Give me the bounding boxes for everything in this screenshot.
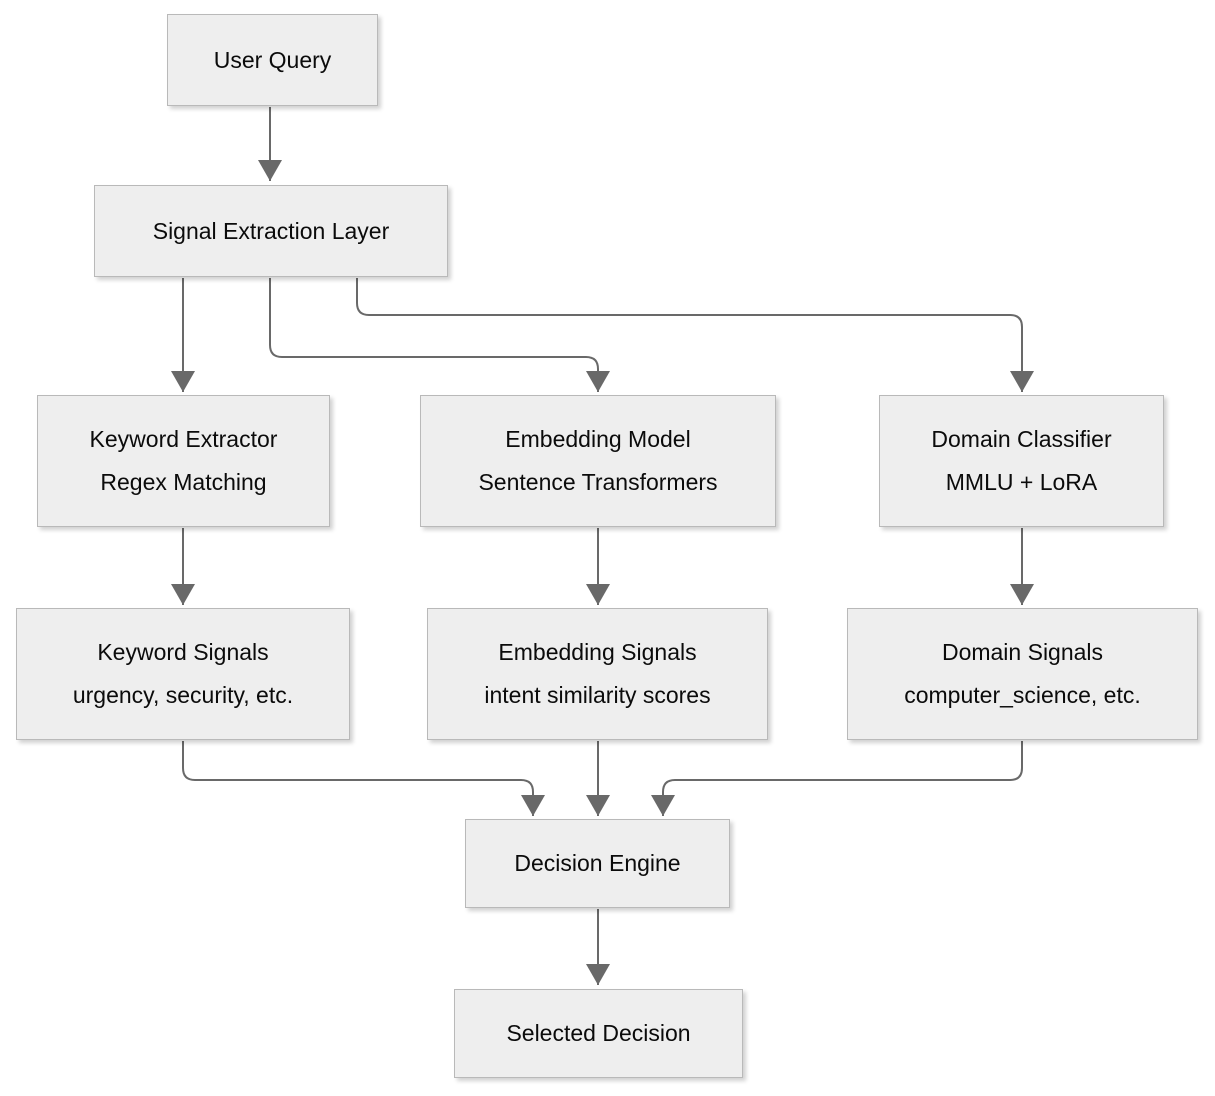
node-label: Selected Decision bbox=[506, 1020, 691, 1046]
node-signal-extraction-layer: Signal Extraction Layer bbox=[94, 185, 448, 277]
node-domain-signals: Domain Signals computer_science, etc. bbox=[847, 608, 1198, 740]
node-keyword-signals: Keyword Signals urgency, security, etc. bbox=[16, 608, 350, 740]
node-sublabel: MMLU + LoRA bbox=[945, 469, 1098, 495]
node-label: Domain Classifier bbox=[931, 426, 1112, 452]
node-label: Signal Extraction Layer bbox=[152, 217, 390, 244]
edge-signal-extraction-to-domain-classifier bbox=[356, 278, 1034, 392]
node-decision-engine: Decision Engine bbox=[465, 819, 730, 908]
node-sublabel: Sentence Transformers bbox=[478, 469, 718, 495]
edge-keyword-signals-to-decision-engine bbox=[182, 741, 545, 816]
node-label: Decision Engine bbox=[514, 850, 681, 876]
node-label: Embedding Signals bbox=[498, 639, 697, 665]
node-label: User Query bbox=[213, 46, 332, 73]
node-selected-decision: Selected Decision bbox=[454, 989, 743, 1078]
node-sublabel: urgency, security, etc. bbox=[72, 682, 294, 708]
node-keyword-extractor: Keyword Extractor Regex Matching bbox=[37, 395, 330, 527]
node-embedding-model: Embedding Model Sentence Transformers bbox=[420, 395, 776, 527]
edge-signal-extraction-to-embedding-model bbox=[269, 278, 610, 392]
node-label: Keyword Extractor bbox=[89, 426, 278, 452]
node-sublabel: intent similarity scores bbox=[484, 682, 711, 708]
node-embedding-signals: Embedding Signals intent similarity scor… bbox=[427, 608, 768, 740]
node-label: Keyword Signals bbox=[97, 639, 269, 665]
node-label: Domain Signals bbox=[941, 639, 1104, 665]
edge-domain-signals-to-decision-engine bbox=[651, 741, 1023, 816]
node-label: Embedding Model bbox=[505, 426, 691, 452]
node-user-query: User Query bbox=[167, 14, 378, 106]
node-sublabel: computer_science, etc. bbox=[904, 682, 1141, 708]
node-domain-classifier: Domain Classifier MMLU + LoRA bbox=[879, 395, 1164, 527]
node-sublabel: Regex Matching bbox=[100, 469, 267, 495]
